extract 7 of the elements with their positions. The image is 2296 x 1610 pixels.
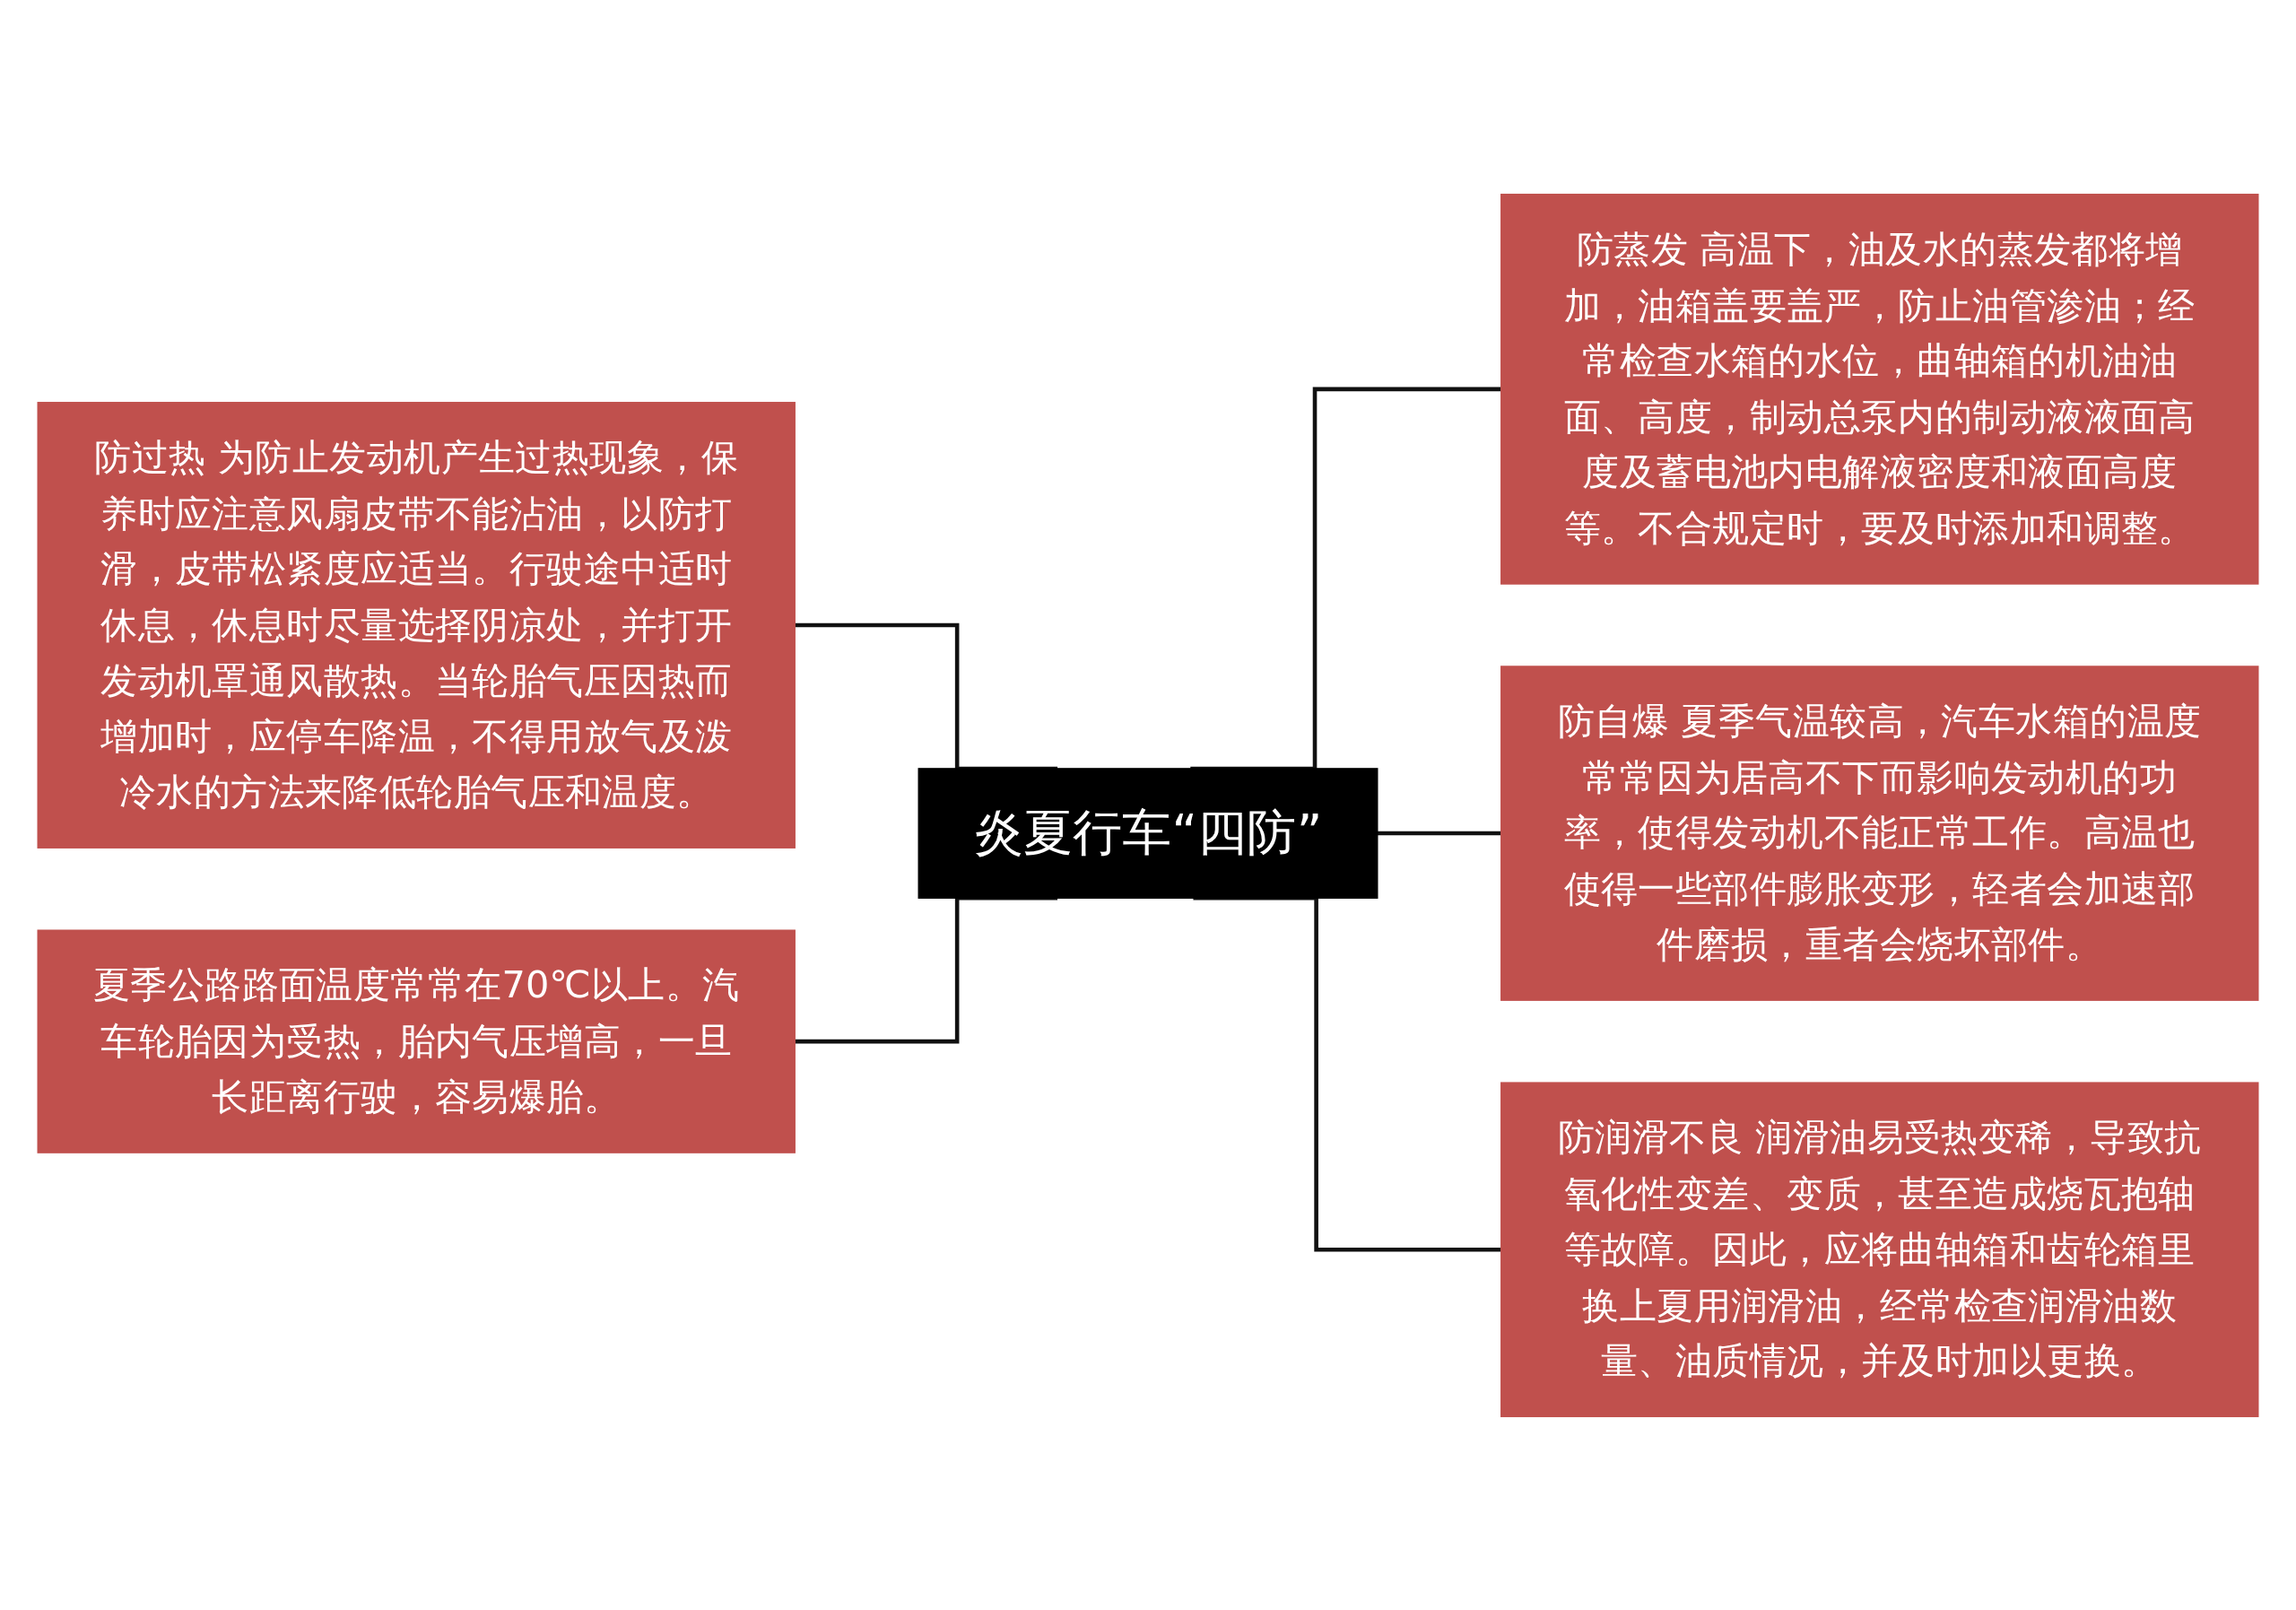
node-box: 防润滑不良 润滑油易受热变稀，导致抗氧化性变差、变质，甚至造成烧瓦抱轴等故障。因此，应将曲轴箱和齿轮箱里换上夏用润滑油，经常检查润滑油数量、油质情况，并及时加以更换。 bbox=[1500, 1081, 2259, 1417]
node-box: 夏季公路路面温度常常在70℃以上。汽车轮胎因为受热，胎内气压增高，一旦长距离行驶，容易爆胎。 bbox=[37, 929, 796, 1153]
node-box: 防蒸发 高温下，油及水的蒸发都将增加，油箱盖要盖严，防止油管渗油；经常检查水箱的水位，曲轴箱的机油油面、高度，制动总泵内的制动液液面高度及蓄电池内电解液密度和液面高度等。不合规定时，要及时添加和调整。 bbox=[1500, 193, 2259, 585]
node-box: 防过热 为防止发动机产生过热现象，保养时应注意风扇皮带不能沾油，以防打滑，皮带松紧度应适当。行驶途中适时休息，休息时尽量选择阴凉处，并打开发动机罩通风散热。当轮胎气压因热而增加时，应停车降温，不得用放气及泼冷水的方法来降低轮胎气压和温度。 bbox=[37, 401, 796, 849]
node-box: 炎夏行车“四防” bbox=[918, 767, 1378, 899]
node-box: 防自爆 夏季气温较高，汽车水箱的温度常常因为居高不下而影响发动机的功率，使得发动机不能正常工作。高温也使得一些部件膨胀变形，轻者会加速部件磨损，重者会烧坏部件。 bbox=[1500, 665, 2259, 1001]
connector bbox=[1377, 831, 1501, 835]
